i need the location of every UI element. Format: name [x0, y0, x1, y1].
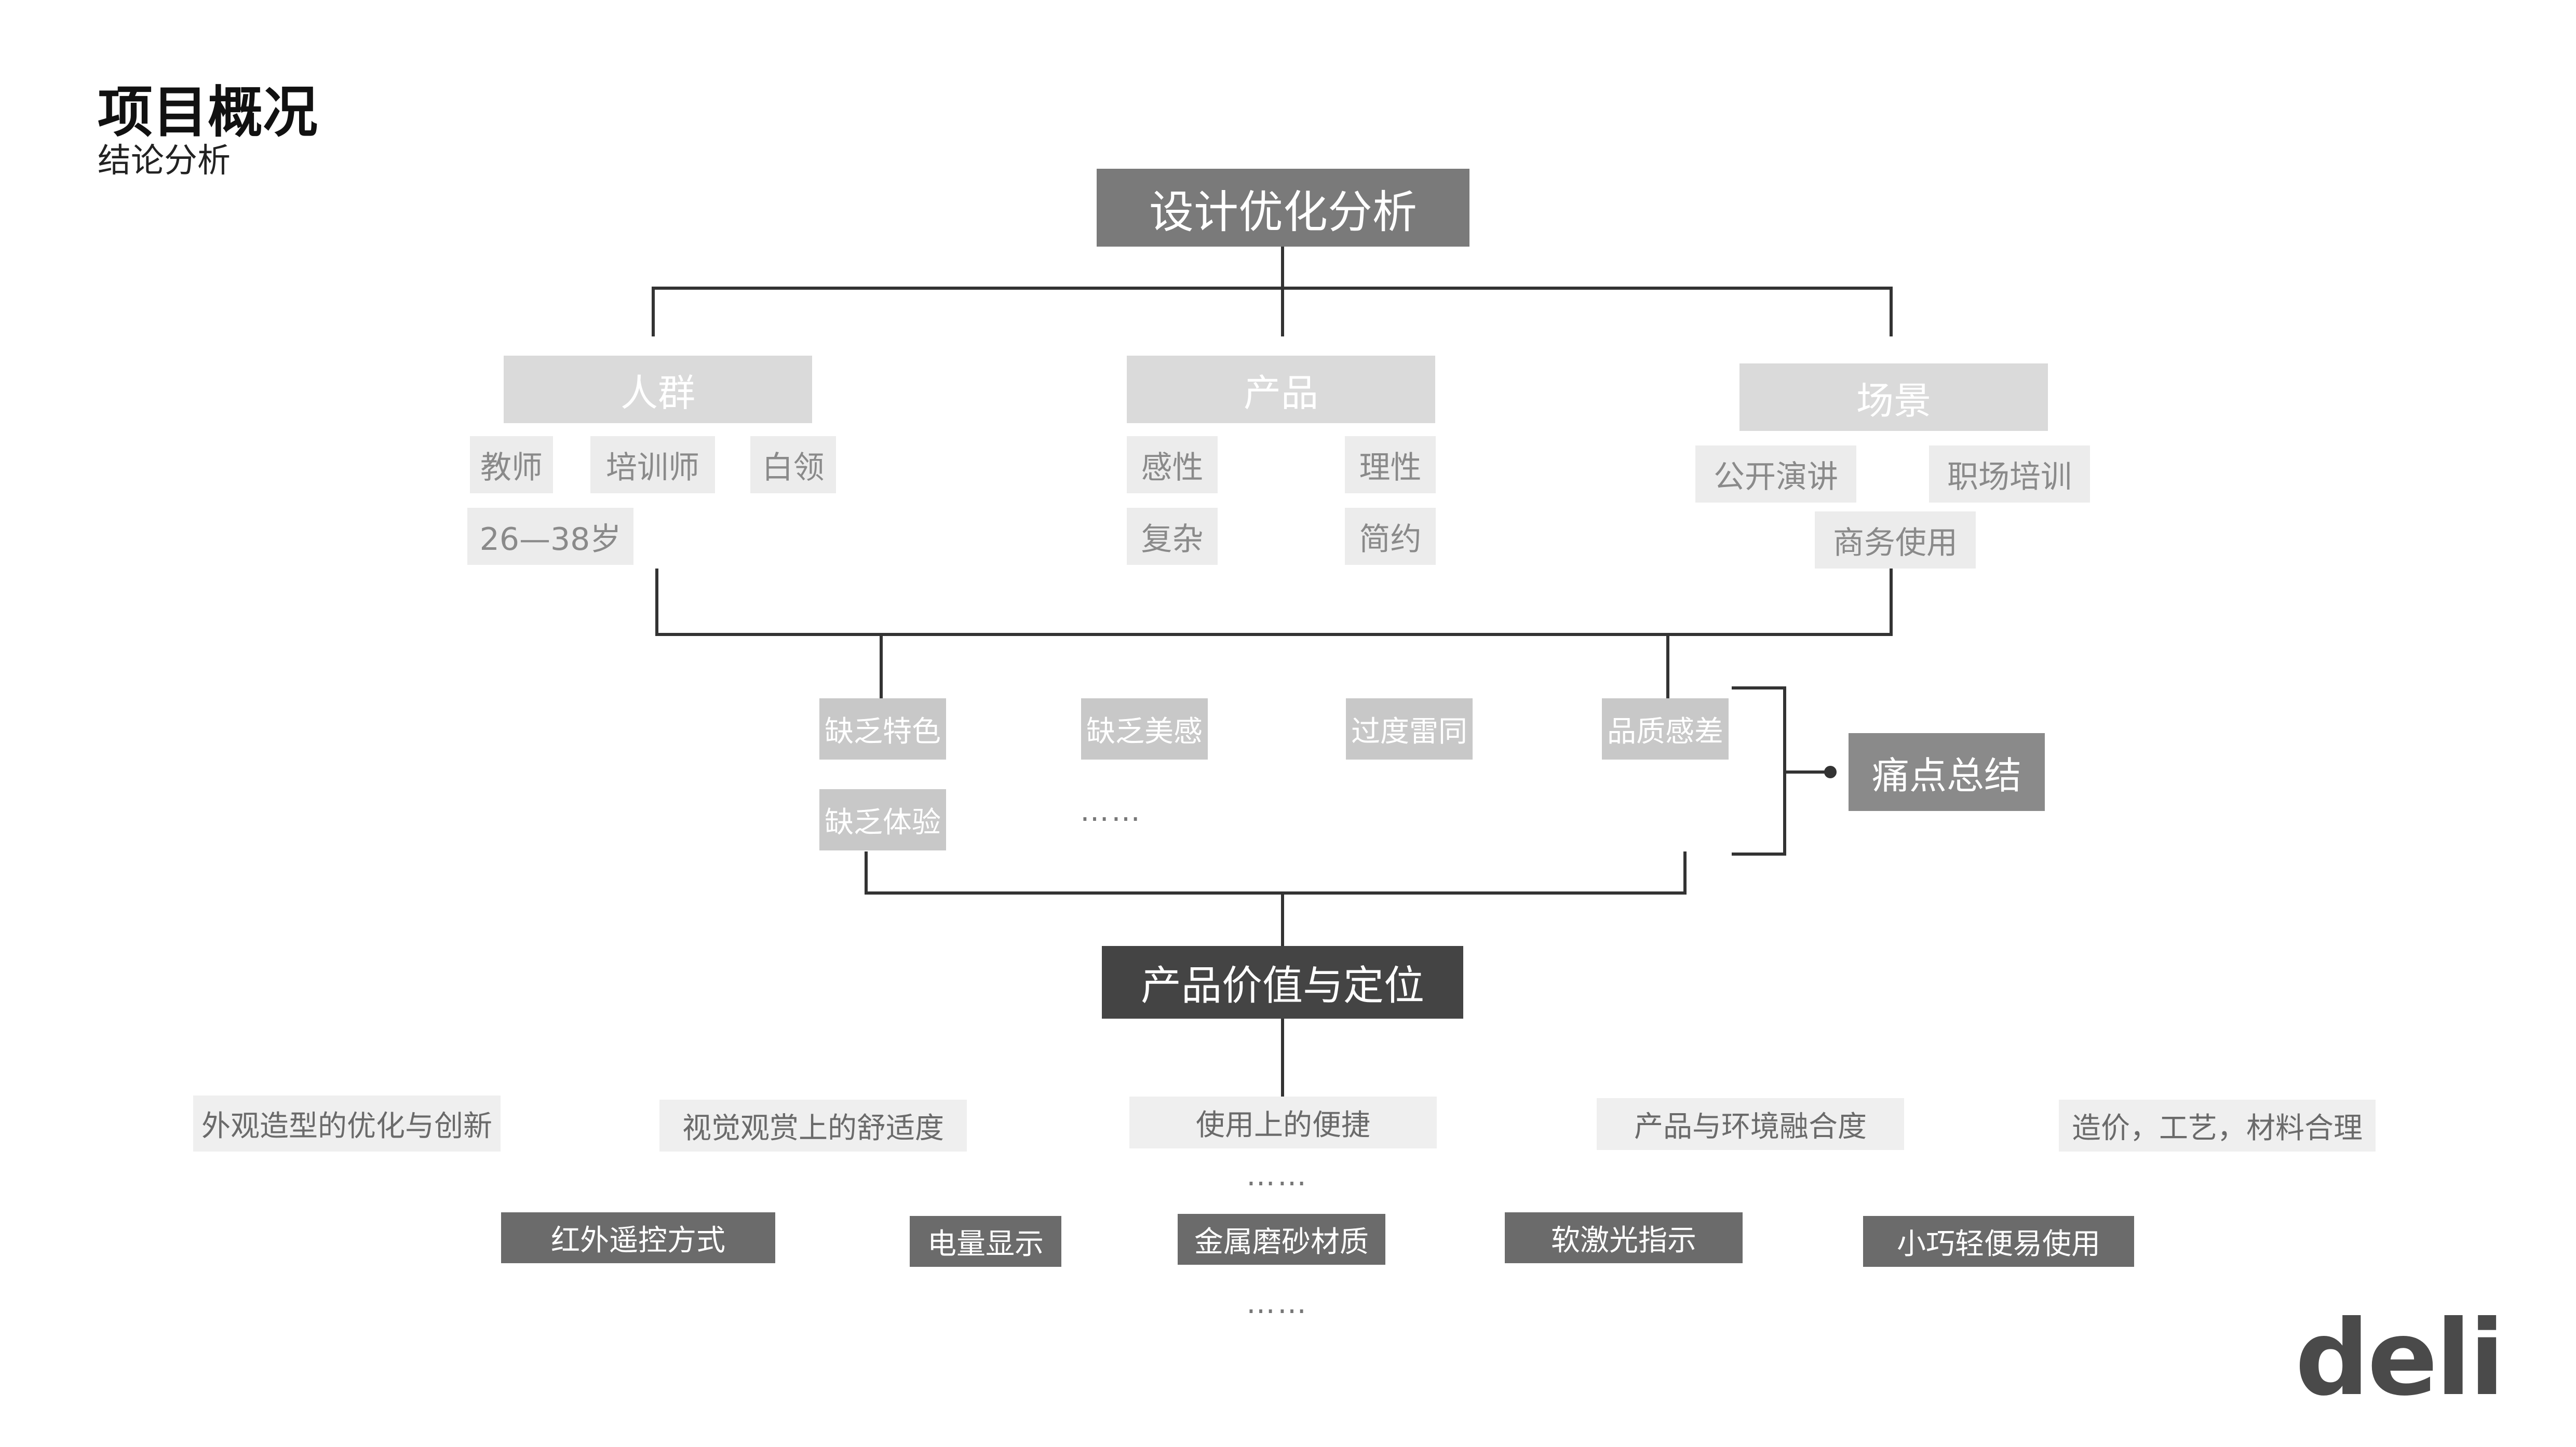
pain-lack-feature: 缺乏特色 [819, 698, 946, 760]
root-node: 设计优化分析 [1097, 169, 1469, 247]
aspect-appearance: 外观造型的优化与创新 [193, 1096, 501, 1152]
feature-battery-display: 电量显示 [910, 1216, 1061, 1267]
pain-too-similar: 过度雷同 [1346, 698, 1473, 760]
tag-business-use: 商务使用 [1815, 511, 1976, 569]
aspect-cost-craft-material: 造价，工艺，材料合理 [2059, 1100, 2376, 1152]
feature-compact-easy: 小巧轻便易使用 [1863, 1216, 2134, 1267]
category-scene: 场景 [1739, 363, 2048, 431]
pain-lack-beauty: 缺乏美感 [1081, 698, 1208, 760]
pain-ellipsis: …… [1080, 794, 1142, 828]
tag-age: 26—38岁 [467, 508, 633, 565]
feature-metal-matte: 金属磨砂材质 [1178, 1214, 1385, 1265]
category-crowd: 人群 [504, 356, 812, 423]
feature-soft-laser: 软激光指示 [1505, 1212, 1743, 1263]
brand-logo: deli [2295, 1298, 2505, 1419]
aspect-environment-fit: 产品与环境融合度 [1597, 1098, 1904, 1150]
aspects-ellipsis: …… [1246, 1159, 1309, 1193]
feature-ir-remote: 红外遥控方式 [501, 1212, 775, 1263]
tag-white-collar: 白领 [750, 436, 836, 493]
tag-trainer: 培训师 [590, 436, 715, 493]
aspect-convenience: 使用上的便捷 [1129, 1097, 1437, 1148]
page-subtitle: 结论分析 [98, 142, 231, 180]
category-product: 产品 [1127, 356, 1435, 423]
tag-public-speech: 公开演讲 [1695, 445, 1856, 503]
pain-poor-quality: 品质感差 [1602, 698, 1729, 760]
tag-rational: 理性 [1345, 436, 1436, 493]
pain-lack-experience: 缺乏体验 [819, 789, 946, 850]
features-ellipsis: …… [1246, 1287, 1309, 1320]
tag-complex: 复杂 [1127, 508, 1218, 565]
tag-emotional: 感性 [1127, 436, 1218, 493]
tag-teacher: 教师 [470, 436, 553, 493]
value-positioning: 产品价值与定位 [1102, 946, 1463, 1019]
aspect-visual-comfort: 视觉观赏上的舒适度 [659, 1100, 967, 1152]
pain-summary: 痛点总结 [1849, 733, 2045, 811]
tag-simple: 简约 [1345, 508, 1436, 565]
page-title: 项目概况 [98, 80, 318, 144]
tag-workplace-training: 职场培训 [1929, 445, 2090, 503]
